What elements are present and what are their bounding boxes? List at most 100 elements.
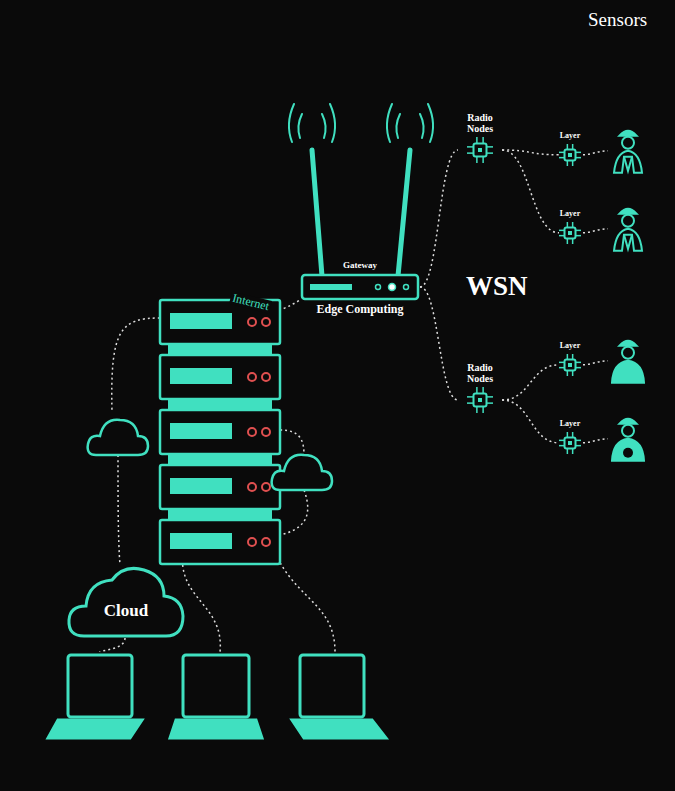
laptop <box>292 720 386 738</box>
node-label: Layer <box>560 210 580 219</box>
server-light <box>262 483 270 491</box>
server-band <box>168 313 272 549</box>
dotted-connector <box>502 150 559 155</box>
dotted-connector <box>502 150 559 233</box>
chip-core <box>568 231 572 235</box>
chip-core <box>568 441 572 445</box>
chip-pin <box>567 432 569 438</box>
chip-pin <box>567 238 569 244</box>
chip-pin <box>476 407 478 414</box>
node-label: Gateway <box>343 261 377 271</box>
sensor-body <box>612 361 644 383</box>
server-light <box>248 483 256 491</box>
sensor-icon <box>614 208 642 251</box>
server-light <box>262 538 270 546</box>
router-body <box>300 273 420 301</box>
server-band <box>168 509 272 520</box>
antenna <box>330 104 335 142</box>
small-cloud <box>88 420 332 490</box>
dotted-link <box>583 151 608 155</box>
server-band <box>170 368 232 384</box>
chip-pin <box>467 146 474 148</box>
antenna <box>289 104 433 276</box>
server-light <box>248 318 256 326</box>
chip-pin <box>559 151 565 153</box>
chip-pin <box>482 137 484 144</box>
dotted-link <box>583 361 608 365</box>
chip-pin <box>476 137 478 144</box>
server-light <box>262 373 270 381</box>
server-band <box>168 344 272 355</box>
chip-pin <box>572 160 574 166</box>
chip-icon <box>559 354 581 376</box>
chip-pin <box>567 144 569 150</box>
chip-core <box>568 363 572 367</box>
sensor-cap <box>617 340 639 347</box>
dotted-link <box>280 430 304 455</box>
chip-pin <box>567 448 569 454</box>
sensor-cap <box>617 208 639 215</box>
antenna <box>398 150 410 276</box>
dotted-link <box>118 455 120 565</box>
subtitle: Edge Computing <box>316 303 403 316</box>
chip-pin <box>487 146 494 148</box>
dotted-connector <box>420 287 458 400</box>
chip-pin <box>482 387 484 394</box>
sensor-lead <box>624 157 632 171</box>
server-rack <box>160 520 280 564</box>
antenna <box>428 104 433 142</box>
server-band <box>170 313 232 329</box>
laptop <box>170 720 262 738</box>
server-rack <box>160 300 280 564</box>
chip-pin <box>487 396 494 398</box>
radio-node: Radio Nodes <box>458 112 502 163</box>
router-light <box>404 284 409 289</box>
antenna <box>312 150 322 276</box>
chip-pin <box>476 157 478 164</box>
chip-icon <box>467 137 493 163</box>
chip-pin <box>559 445 565 447</box>
chip-pin <box>476 387 478 394</box>
chip-icon <box>467 387 493 413</box>
dotted-connector <box>420 150 458 287</box>
chip-body <box>565 149 576 160</box>
gateway-router: GatewayEdge Computing <box>300 261 420 316</box>
router-light <box>376 284 381 289</box>
chip-pin <box>572 144 574 150</box>
dotted-connector <box>502 400 559 443</box>
node-label: Layer <box>560 420 580 429</box>
sensor-head <box>622 137 634 149</box>
cloud-path <box>69 568 183 636</box>
layer-chip: Layer <box>559 210 581 244</box>
sensor-icon <box>614 130 642 173</box>
chip-pin <box>559 157 565 159</box>
layer-chip: Layer <box>559 342 581 376</box>
chip-pin <box>487 152 494 154</box>
chip-core <box>478 398 482 402</box>
sensor-icon <box>612 418 644 461</box>
chip-pin <box>559 367 565 369</box>
laptop <box>48 720 142 738</box>
antenna <box>420 114 424 138</box>
laptop <box>183 655 249 717</box>
server-band <box>170 478 232 494</box>
chip-body <box>565 227 576 238</box>
chip-body <box>474 394 487 407</box>
chip-pin <box>487 402 494 404</box>
antenna <box>322 114 326 138</box>
chip-icon <box>559 222 581 244</box>
chip-pin <box>572 238 574 244</box>
layer-chip: Layer <box>559 132 581 166</box>
chip-pin <box>572 432 574 438</box>
cloud-shape: Cloud <box>66 560 186 640</box>
sensor-lead <box>624 235 632 249</box>
dotted-link <box>583 439 608 443</box>
chip-pin <box>572 354 574 360</box>
server-light <box>262 428 270 436</box>
node-label: Layer <box>560 342 580 351</box>
server-band <box>170 533 232 549</box>
node-label: Layer <box>560 132 580 141</box>
